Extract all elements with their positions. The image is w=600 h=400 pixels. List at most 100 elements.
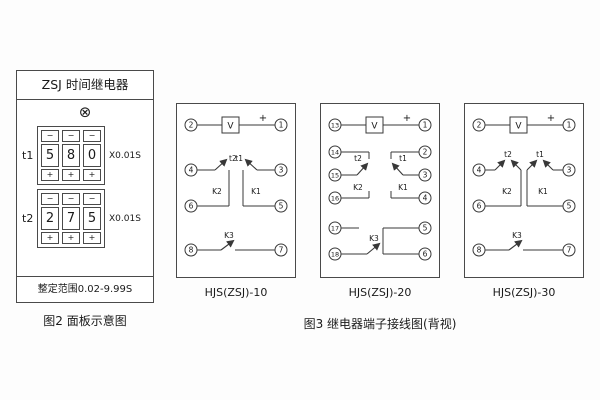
wiring-diagram-hjs20: V + 13 1 14 15 16 2 3 4 17 18 5 6 t2 t1 … [320, 103, 440, 278]
t1-digit2-minus-button: − [62, 130, 80, 142]
terminal-right-2: 3 [418, 168, 432, 182]
t2-label: t2 [22, 212, 34, 225]
terminal-bottom-left-2: 18 [328, 247, 342, 261]
terminal-mid-right-top: 3 [274, 163, 288, 177]
figure3-caption: 图3 继电器端子接线图(背视) [303, 317, 457, 331]
contact-label-t1: t1 [235, 154, 243, 163]
svg-text:8: 8 [477, 246, 482, 255]
diagram-label-hjs20: HJS(ZSJ)-20 [348, 286, 412, 299]
coil-label-k2: K2 [212, 187, 222, 196]
terminal-bottom-left: 8 [472, 243, 486, 257]
terminal-mid-left-bottom: 6 [184, 199, 198, 213]
coil-label-k1: K1 [251, 187, 261, 196]
power-box [365, 116, 384, 134]
t2-setting-row: t2 − 2 + − 7 + − 5 + X0.01S [22, 189, 153, 248]
setting-range-text: 整定范围0.02-9.99S [17, 276, 153, 302]
wires [341, 124, 419, 255]
wiring-diagram-hjs10: V + 2 1 4 6 3 5 8 7 t2 t1 K2 K1 K3 [176, 103, 296, 278]
svg-text:1: 1 [423, 121, 428, 130]
terminal-mid-left-top: 4 [184, 163, 198, 177]
contact-label-k3: K3 [369, 234, 379, 243]
svg-text:18: 18 [331, 250, 339, 258]
thumbwheel-column: − 2 + [41, 193, 59, 244]
terminal-bottom-right: 7 [274, 243, 288, 257]
t1-label: t1 [22, 149, 34, 162]
svg-text:15: 15 [331, 171, 339, 179]
thumbwheel-column: − 8 + [62, 130, 80, 181]
t1-digit3-plus-button: + [83, 169, 101, 181]
svg-text:6: 6 [189, 202, 194, 211]
terminal-bottom-right-1: 5 [418, 221, 432, 235]
svg-text:6: 6 [423, 250, 428, 259]
panel-title: ZSJ 时间继电器 [17, 71, 153, 100]
svg-text:2: 2 [477, 121, 482, 130]
polarity-plus: + [403, 113, 411, 124]
t1-thumbwheel-group: − 5 + − 8 + − 0 + [37, 126, 105, 185]
svg-text:4: 4 [423, 194, 428, 203]
t1-digit1-plus-button: + [41, 169, 59, 181]
t1-setting-row: t1 − 5 + − 8 + − 0 + X0.01S [22, 126, 153, 185]
indicator-lamp-icon: ⊗ [78, 103, 92, 121]
svg-text:2: 2 [423, 148, 428, 157]
power-box [509, 116, 528, 134]
terminal-top-right: 1 [274, 118, 288, 132]
thumbwheel-column: − 0 + [83, 130, 101, 181]
power-box-label: V [227, 122, 234, 132]
terminal-top-right: 1 [418, 118, 432, 132]
terminal-bottom-left-1: 17 [328, 221, 342, 235]
diagram-label-hjs30: HJS(ZSJ)-30 [492, 286, 556, 299]
svg-text:7: 7 [567, 246, 572, 255]
svg-text:13: 13 [331, 121, 339, 129]
terminal-top-right: 1 [562, 118, 576, 132]
terminal-right-3: 4 [418, 191, 432, 205]
thumbwheel-column: − 5 + [83, 193, 101, 244]
power-box-label: V [515, 122, 522, 132]
thumbwheel-column: − 5 + [41, 130, 59, 181]
t2-digit3-minus-button: − [83, 193, 101, 205]
svg-text:5: 5 [423, 224, 428, 233]
terminal-mid-left-bottom: 6 [472, 199, 486, 213]
svg-text:3: 3 [567, 166, 572, 175]
contact-label-t2: t2 [229, 154, 237, 163]
diagram-label-hjs10: HJS(ZSJ)-10 [204, 286, 268, 299]
terminal-top-left: 2 [472, 118, 486, 132]
t2-thumbwheel-group: − 2 + − 7 + − 5 + [37, 189, 105, 248]
t2-digit2-value: 7 [62, 207, 80, 230]
terminal-top-left: 13 [328, 118, 342, 132]
t2-digit1-plus-button: + [41, 232, 59, 244]
terminal-left-1: 14 [328, 145, 342, 159]
svg-text:8: 8 [189, 246, 194, 255]
terminal-mid-right-bottom: 5 [274, 199, 288, 213]
svg-text:17: 17 [331, 224, 339, 232]
t1-digit2-plus-button: + [62, 169, 80, 181]
thumbwheel-column: − 7 + [62, 193, 80, 244]
contact-blades [214, 158, 258, 251]
contact-label-t2: t2 [504, 150, 512, 159]
svg-text:16: 16 [331, 194, 339, 202]
t2-digit1-value: 2 [41, 207, 59, 230]
terminal-left-2: 15 [328, 168, 342, 182]
wires [197, 124, 275, 251]
wires [485, 124, 563, 251]
svg-text:7: 7 [279, 246, 284, 255]
svg-text:4: 4 [477, 166, 482, 175]
terminal-mid-right-top: 3 [562, 163, 576, 177]
coil-label-k1: K1 [398, 183, 408, 192]
contact-label-t1: t1 [399, 154, 407, 163]
t1-digit1-value: 5 [41, 144, 59, 167]
power-box-label: V [371, 122, 378, 132]
svg-text:5: 5 [279, 202, 284, 211]
svg-text:6: 6 [477, 202, 482, 211]
coil-label-k1: K1 [538, 187, 548, 196]
svg-text:1: 1 [567, 121, 572, 130]
svg-text:1: 1 [279, 121, 284, 130]
terminal-bottom-right-2: 6 [418, 247, 432, 261]
t2-multiplier: X0.01S [109, 213, 141, 224]
svg-text:5: 5 [567, 202, 572, 211]
svg-text:14: 14 [331, 148, 339, 156]
polarity-plus: + [547, 113, 555, 124]
svg-text:3: 3 [279, 166, 284, 175]
contact-label-k3: K3 [224, 231, 234, 240]
svg-text:3: 3 [423, 171, 428, 180]
t2-digit2-minus-button: − [62, 193, 80, 205]
